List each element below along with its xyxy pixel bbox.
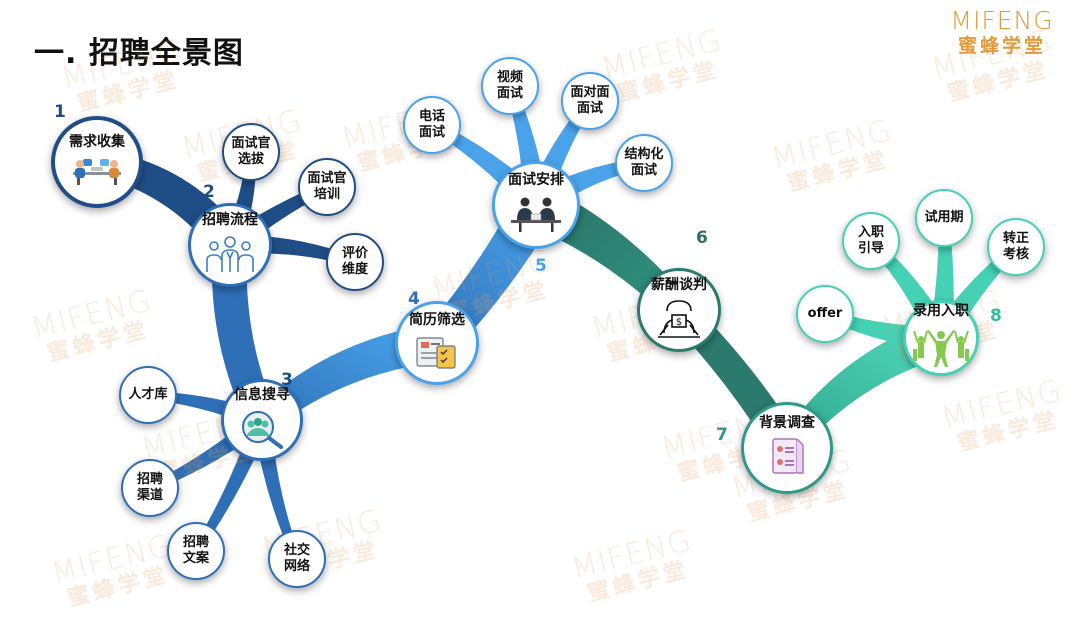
stage-3-number: 3 bbox=[281, 370, 293, 390]
stage-6-node-label: 薪酬谈判 bbox=[651, 277, 707, 293]
stage-6-node: 薪酬谈判 $ bbox=[637, 268, 721, 352]
onboard-leaf-2: 入职 引导 bbox=[842, 212, 900, 270]
stage-4-number: 4 bbox=[408, 289, 420, 309]
interview-leaf-3: 面对面 面试 bbox=[561, 72, 619, 130]
stage-1-number: 1 bbox=[54, 102, 66, 122]
logo-text-en: MIFENG bbox=[950, 6, 1054, 35]
stage-6-number: 6 bbox=[696, 228, 708, 248]
interview-icon bbox=[509, 194, 563, 238]
stage-1-node: 需求收集 bbox=[51, 116, 143, 208]
onboard-leaf-3-label: 试用期 bbox=[924, 210, 964, 225]
background-document-icon bbox=[767, 437, 807, 481]
search-people-icon bbox=[236, 409, 288, 453]
interview-leaf-3-label: 面对面 面试 bbox=[570, 85, 610, 116]
celebration-icon bbox=[911, 325, 971, 373]
interview-leaf-1: 电话 面试 bbox=[403, 96, 461, 154]
stage-4-node: 简历筛选 bbox=[395, 301, 479, 385]
stage-8-node: 录用入职 bbox=[903, 300, 979, 376]
search-leaf-1-label: 人才库 bbox=[128, 387, 168, 402]
onboard-leaf-4-label: 转正 考核 bbox=[1002, 231, 1029, 262]
resume-check-icon bbox=[415, 334, 459, 374]
salary-negotiation-icon: $ bbox=[654, 299, 704, 343]
interview-leaf-4-label: 结构化 面试 bbox=[624, 147, 664, 178]
stage-7-node-label: 背景调查 bbox=[759, 415, 815, 431]
stage-2-node: 招聘流程 bbox=[188, 203, 272, 287]
process-leaf-2: 面试官 培训 bbox=[298, 158, 356, 216]
onboard-leaf-4: 转正 考核 bbox=[987, 218, 1045, 276]
search-leaf-4-label: 社交 网络 bbox=[283, 543, 310, 574]
onboard-leaf-2-label: 入职 引导 bbox=[857, 225, 884, 256]
stage-1-node-label: 需求收集 bbox=[69, 134, 125, 150]
search-leaf-4: 社交 网络 bbox=[268, 530, 326, 588]
search-leaf-1: 人才库 bbox=[119, 366, 177, 424]
interview-leaf-2-label: 视频 面试 bbox=[496, 70, 523, 101]
interview-leaf-1-label: 电话 面试 bbox=[418, 109, 445, 140]
brand-logo: MIFENG 蜜蜂学堂 bbox=[942, 8, 1062, 64]
stage-3-node-label: 信息搜寻 bbox=[234, 387, 290, 403]
onboard-leaf-3: 试用期 bbox=[915, 189, 973, 247]
stage-8-node-label: 录用入职 bbox=[913, 303, 969, 319]
team-icon bbox=[203, 234, 257, 278]
onboard-leaf-1-label: offer bbox=[807, 306, 843, 321]
page-title: 一. 招聘全景图 bbox=[34, 36, 244, 71]
process-leaf-3: 评价 维度 bbox=[326, 233, 384, 291]
process-leaf-1-label: 面试官 选拔 bbox=[231, 136, 271, 167]
stage-8-number: 8 bbox=[990, 306, 1002, 326]
stage-4-node-label: 简历筛选 bbox=[409, 312, 465, 328]
interview-leaf-4: 结构化 面试 bbox=[615, 134, 673, 192]
interview-leaf-2: 视频 面试 bbox=[481, 57, 539, 115]
stage-7-node: 背景调查 bbox=[741, 402, 833, 494]
meeting-icon bbox=[71, 156, 123, 190]
stage-5-node: 面试安排 bbox=[492, 161, 580, 249]
search-leaf-2-label: 招聘 渠道 bbox=[136, 472, 163, 503]
stage-2-number: 2 bbox=[203, 182, 215, 202]
search-leaf-2: 招聘 渠道 bbox=[121, 459, 179, 517]
process-leaf-3-label: 评价 维度 bbox=[341, 246, 368, 277]
stage-2-node-label: 招聘流程 bbox=[202, 212, 258, 228]
onboard-leaf-1: offer bbox=[796, 285, 854, 343]
stage-5-number: 5 bbox=[535, 256, 547, 276]
process-leaf-1: 面试官 选拔 bbox=[222, 123, 280, 181]
search-leaf-3-label: 招聘 文案 bbox=[182, 535, 209, 566]
search-leaf-3: 招聘 文案 bbox=[167, 522, 225, 580]
svg-text:$: $ bbox=[676, 317, 682, 328]
logo-text-cn: 蜜蜂学堂 bbox=[957, 35, 1046, 57]
stage-7-number: 7 bbox=[716, 425, 728, 445]
process-leaf-2-label: 面试官 培训 bbox=[307, 171, 347, 202]
stage-3-node: 信息搜寻 bbox=[221, 379, 303, 461]
trunk-2-3 bbox=[211, 241, 278, 423]
stage-5-node-label: 面试安排 bbox=[508, 172, 564, 188]
